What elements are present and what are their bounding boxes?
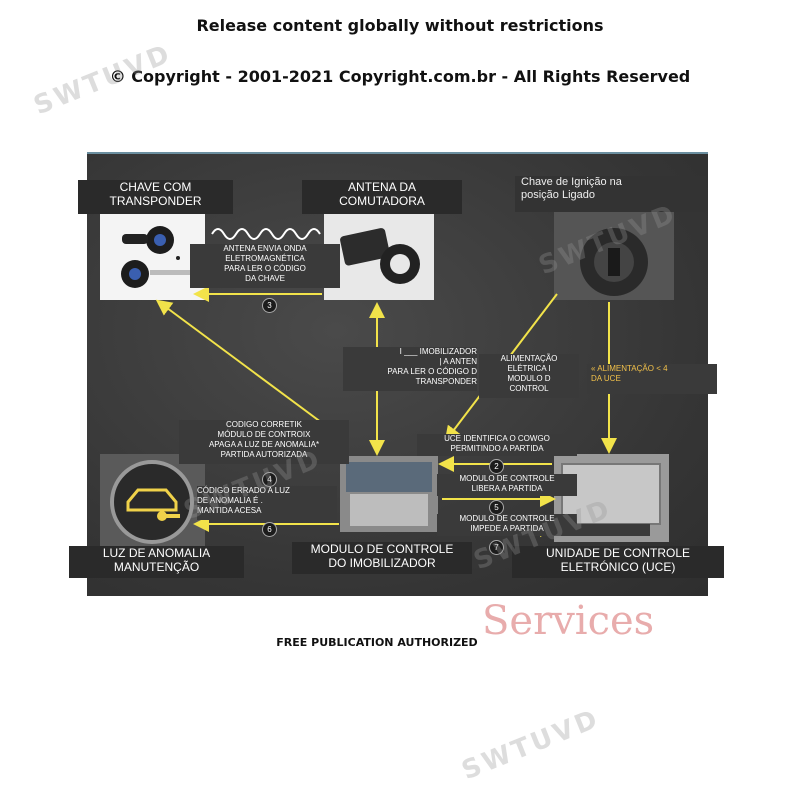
step-5: 5: [489, 500, 504, 515]
caption-wrong-code: CÓDIGO ERRADO A LUZ DE ANOMALIA É . MANT…: [197, 486, 337, 520]
footer-text: FREE PUBLICATION AUTHORIZED: [276, 636, 478, 649]
label-ecu: UNIDADE DE CONTROLE ELETRÓNICO (UCE): [512, 546, 724, 578]
car-icon: [126, 488, 178, 512]
watermark-bottom: SWTUVD: [457, 703, 605, 787]
label-antenna: ANTENA DA COMUTADORA: [302, 180, 462, 214]
caption-module-blocks: MODULO DE CONTROLE IMPEDE A PARTIDA: [437, 514, 577, 536]
fault-light-photo: [100, 454, 205, 549]
step-4: 4: [262, 472, 277, 487]
caption-power-module: ALIMENTAÇÃO ELÉTRICA I MODULO D CONTROL: [479, 354, 579, 398]
caption-uce-identifies: UCE IDENTIFICA O COWGO PERMITINDO A PART…: [417, 434, 577, 456]
caption-correct-code: CODIGO CORRETIK MÓDULO DE CONTROIX APAGA…: [179, 420, 349, 464]
label-key-transponder: CHAVE COM TRANSPONDER: [78, 180, 233, 214]
label-fault-light: LUZ DE ANOMALIA MANUTENÇÃO: [69, 546, 244, 578]
watermark-services: Services: [482, 598, 655, 644]
caption-power-ecu: « ALIMENTAÇÃO < 4 DA UCE: [587, 364, 717, 394]
step-2: 2: [489, 459, 504, 474]
arrow-immo-to-key: [155, 299, 338, 435]
ignition-photo: [554, 204, 674, 300]
step-6: 6: [262, 522, 277, 537]
antenna-photo: [324, 212, 434, 300]
caption-module-allows: MODULO DE CONTROLE LIBERA A PARTIDA: [437, 474, 577, 496]
caption-immobilizer-read: I ___ IMOBILIZADOR | A ANTEN PARA LER O …: [343, 347, 477, 391]
header-line-1: Release content globally without restric…: [196, 16, 604, 35]
immobilizer-diagram: CHAVE COM TRANSPONDER ANTENA DA COMUTADO…: [69, 154, 724, 596]
label-ignition: Chave de Ignição na posição Ligado: [515, 176, 706, 212]
step-3: 3: [262, 298, 277, 313]
key-transponder-photo: [100, 212, 205, 300]
label-immobilizer: MODULO DE CONTROLE DO IMOBILIZADOR: [292, 542, 472, 574]
header-line-2: © Copyright - 2001-2021 Copyright.com.br…: [109, 67, 691, 86]
caption-antenna-wave: ANTENA ENVIA ONDA ELETROMAGNÉTICA PARA L…: [190, 244, 340, 288]
wave-signal: [211, 228, 321, 240]
step-7: 7: [489, 540, 504, 555]
immobilizer-module-photo: [340, 456, 438, 532]
